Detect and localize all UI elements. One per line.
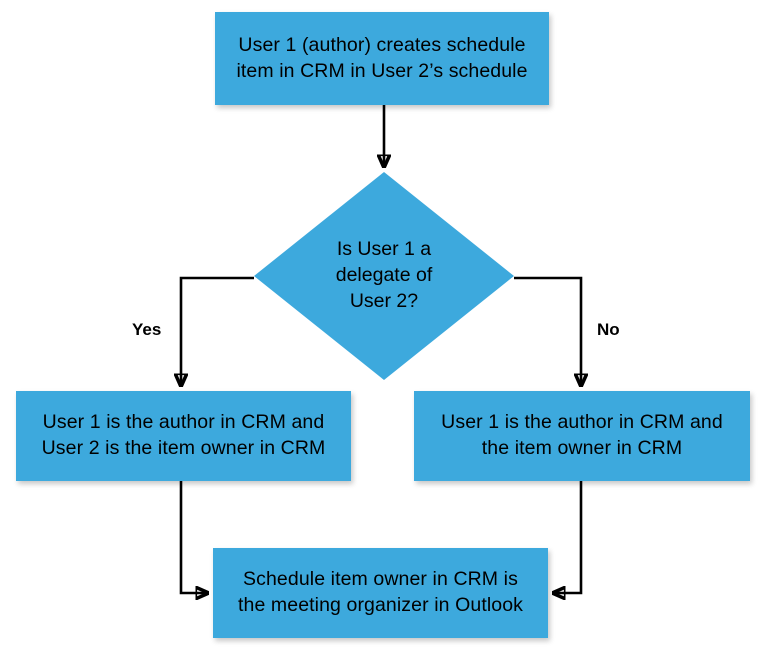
node-decision-label: Is User 1 a delegate of User 2? <box>335 238 433 312</box>
node-decision-shape[interactable] <box>254 172 514 380</box>
edge-yes-result-to-end <box>179 481 207 593</box>
edge-label-no: No <box>597 320 620 339</box>
node-no-result[interactable]: User 1 is the author in CRM and the item… <box>414 391 750 481</box>
edge-no-result-to-end <box>554 481 583 593</box>
node-yes-result[interactable]: User 1 is the author in CRM and User 2 i… <box>16 391 351 481</box>
node-end[interactable]: Schedule item owner in CRM is the meetin… <box>213 548 548 638</box>
edge-label-yes: Yes <box>132 320 162 339</box>
edge-decision-yes <box>181 276 254 385</box>
edge-decision-no <box>514 276 581 385</box>
node-start[interactable]: User 1 (author) creates schedule item in… <box>215 12 549 105</box>
